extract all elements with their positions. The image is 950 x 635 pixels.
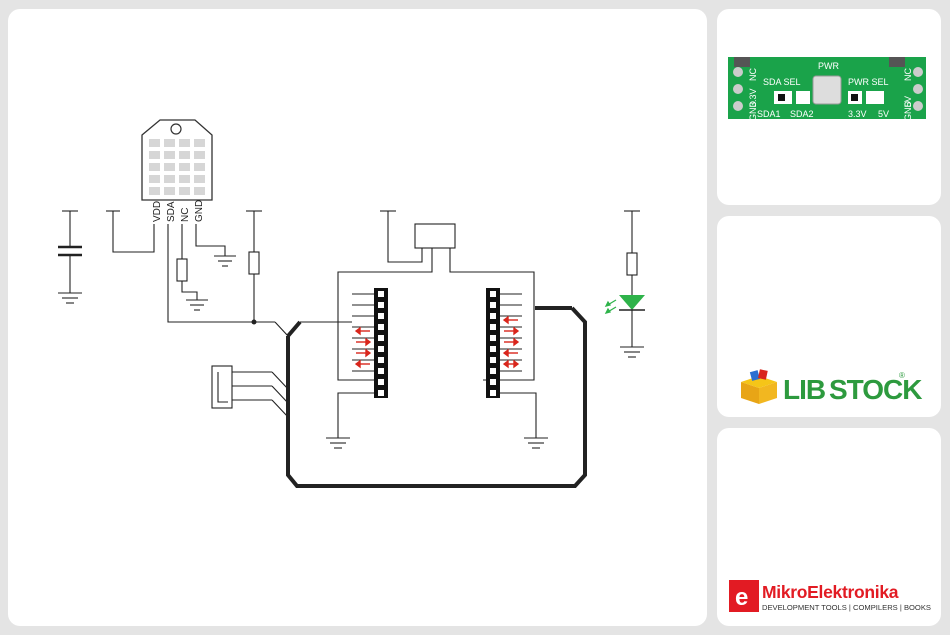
libstock-panel[interactable]: LIB STOCK ®	[717, 216, 941, 417]
label-left-nc: NC	[748, 68, 758, 81]
mikrobus-header-left	[374, 288, 388, 398]
svg-text:e: e	[735, 584, 748, 611]
label-3v3: 3.3V	[848, 109, 867, 119]
schematic-diagram: VDD SDA NC GND	[8, 9, 707, 626]
led-icon	[606, 295, 645, 313]
svg-text:STOCK: STOCK	[829, 374, 922, 405]
label-pwr-sel: PWR SEL	[848, 77, 889, 87]
mikroe-wordmark: MikroElektronika	[762, 582, 899, 602]
schematic-panel: VDD SDA NC GND	[8, 9, 707, 626]
board-photo: SDA SEL PWR PWR SEL SDA1 SDA2 3.3V 5V 3.…	[717, 9, 941, 205]
mikroelektronika-panel[interactable]: e MikroElektronika DEVELOPMENT TOOLS | C…	[717, 428, 941, 626]
schematic-wires	[58, 211, 640, 438]
label-sda1: SDA1	[757, 109, 781, 119]
pin-label-sda: SDA	[166, 201, 177, 222]
label-5v: 5V	[878, 109, 889, 119]
board-photo-panel: SDA SEL PWR PWR SEL SDA1 SDA2 3.3V 5V 3.…	[717, 9, 941, 205]
pin-label-gnd: GND	[194, 200, 205, 222]
libstock-box-icon	[741, 369, 777, 404]
ground-symbols	[58, 256, 644, 448]
mikrobus-header-right	[486, 288, 500, 398]
label-pwr: PWR	[818, 61, 839, 71]
pin-label-nc: NC	[180, 208, 191, 222]
mikroelektronika-logo[interactable]: e MikroElektronika DEVELOPMENT TOOLS | C…	[729, 578, 934, 618]
label-sda2: SDA2	[790, 109, 814, 119]
label-right-gnd: GND	[903, 101, 913, 122]
svg-text:®: ®	[899, 371, 905, 380]
pin-label-vdd: VDD	[152, 201, 163, 222]
label-left-gnd: GND	[748, 101, 758, 122]
mikroe-tagline: DEVELOPMENT TOOLS | COMPILERS | BOOKS	[762, 603, 931, 612]
libstock-logo[interactable]: LIB STOCK ®	[737, 366, 927, 406]
humidity-sensor: VDD SDA NC GND	[142, 120, 212, 222]
label-sda-sel: SDA SEL	[763, 77, 801, 87]
svg-text:LIB: LIB	[783, 374, 825, 405]
mikrobus-outline	[288, 308, 585, 486]
label-right-nc: NC	[903, 68, 913, 81]
